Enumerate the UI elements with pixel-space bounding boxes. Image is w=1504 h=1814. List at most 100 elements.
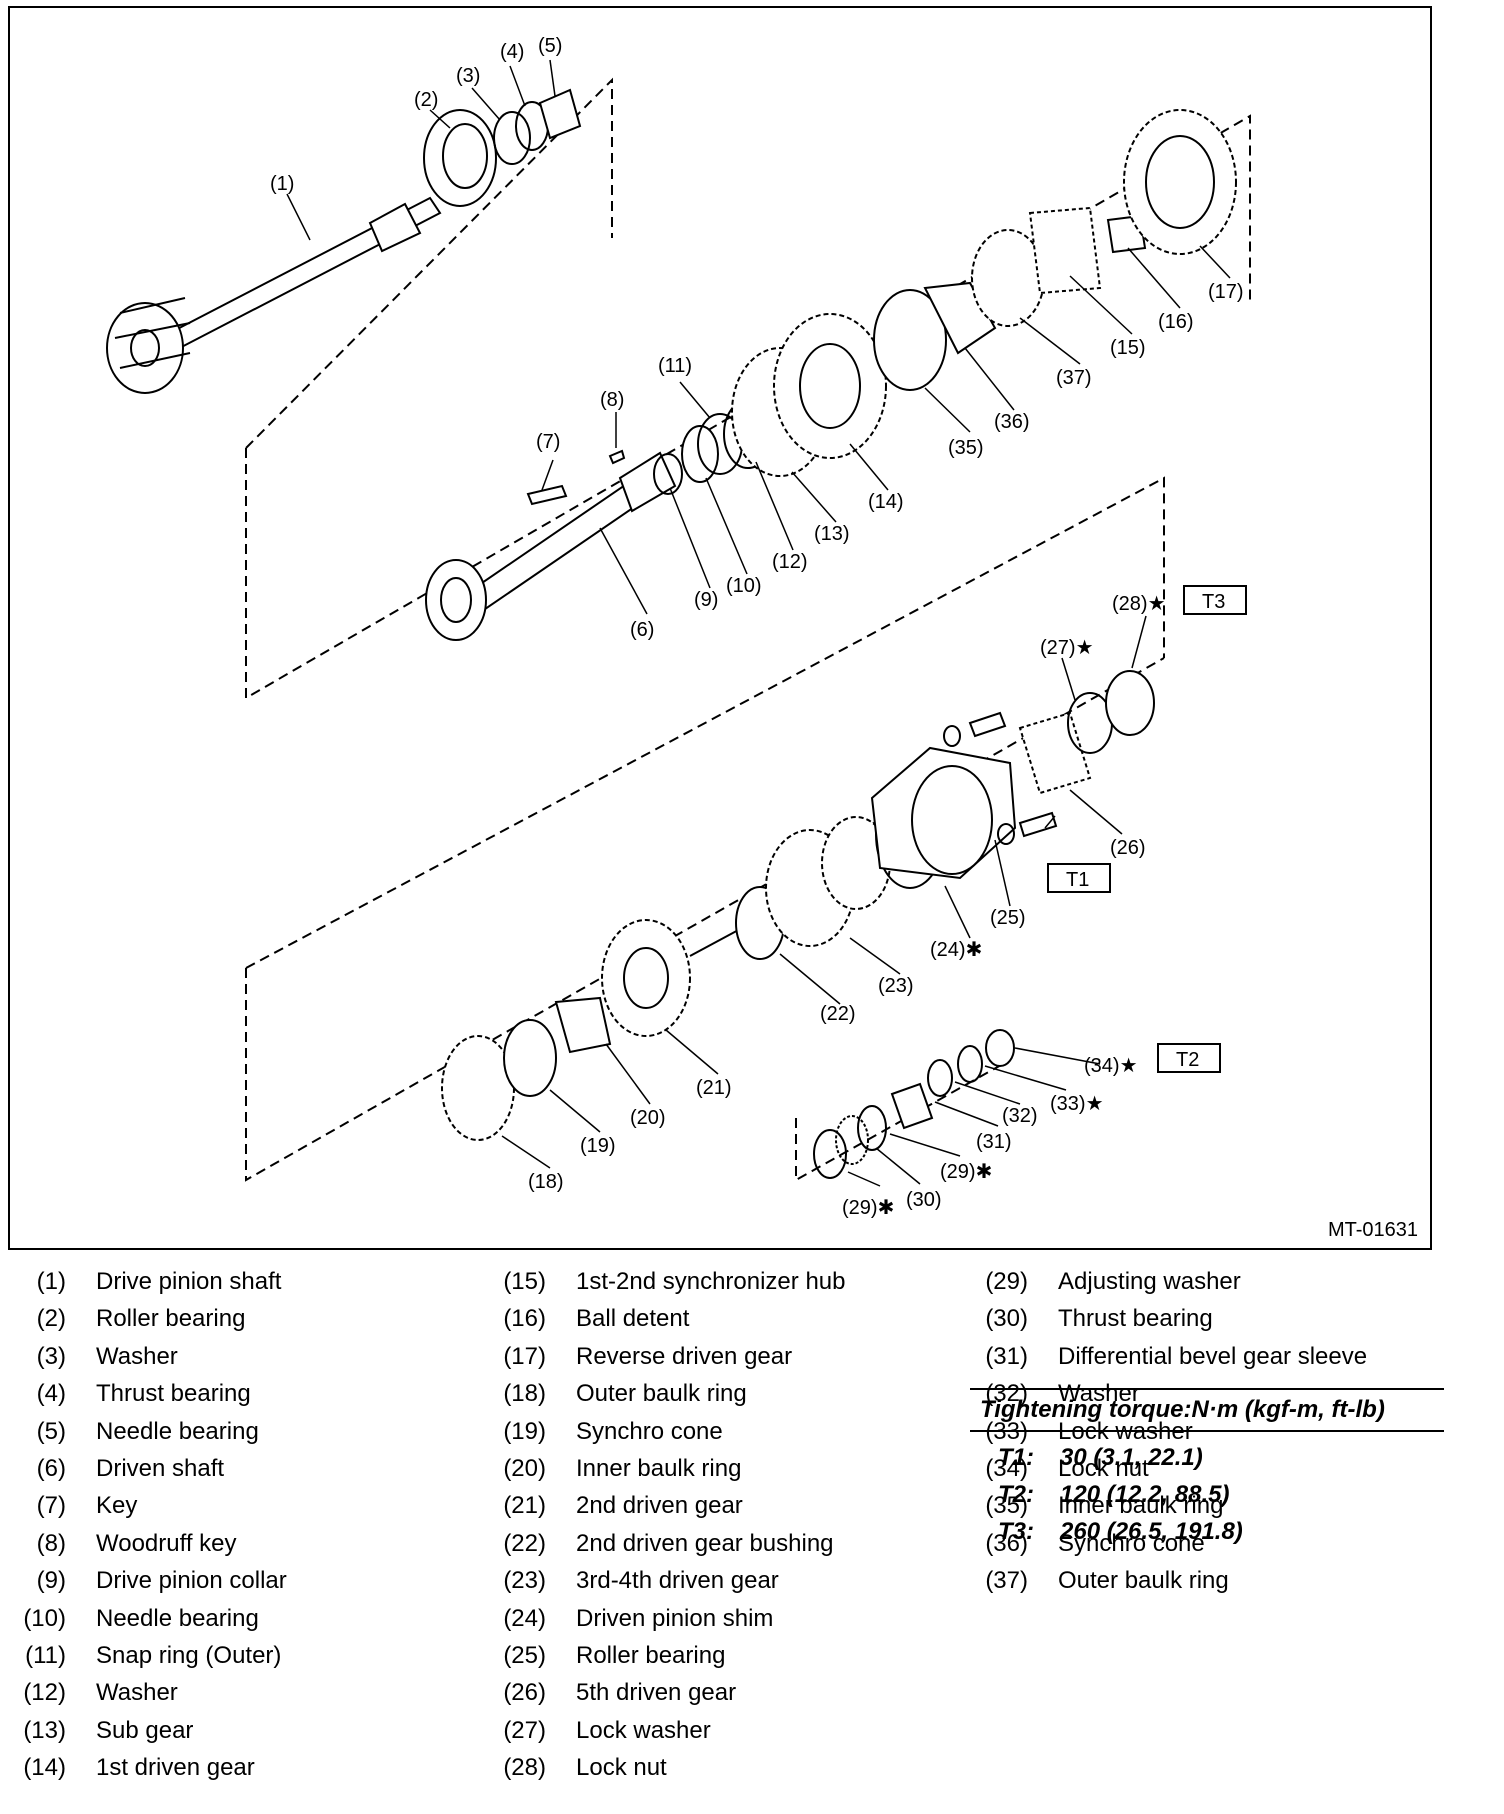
legend-item-number: (1) bbox=[36, 1268, 66, 1295]
legend-item-number: (26) bbox=[503, 1679, 546, 1707]
legend-item-name: Woodruff key bbox=[96, 1529, 237, 1557]
torque-value: 120 (12.2, 88.5) bbox=[1060, 1481, 1230, 1508]
legend-item-name: 1st-2nd synchronizer hub bbox=[576, 1268, 846, 1295]
callout-29b: (29)✱ bbox=[940, 1161, 992, 1183]
legend-item-name: Ball detent bbox=[576, 1305, 690, 1333]
legend-item-number: (14) bbox=[23, 1754, 66, 1782]
callout-4: (4) bbox=[500, 41, 524, 63]
callout-12: (12) bbox=[772, 551, 808, 573]
torque-box-label-t3: T3 bbox=[1202, 591, 1225, 613]
callout-17: (17) bbox=[1208, 281, 1244, 303]
legend-item-number: (8) bbox=[36, 1529, 66, 1557]
adjusting-washer-part-29b bbox=[857, 1105, 887, 1151]
bolt-lower bbox=[1018, 811, 1058, 838]
callout-27: (27)★ bbox=[1040, 637, 1094, 659]
bolt-upper bbox=[968, 711, 1007, 738]
callout-23: (23) bbox=[878, 975, 914, 997]
callout-16: (16) bbox=[1158, 311, 1194, 333]
legend-item-number: (27) bbox=[503, 1716, 546, 1744]
legend-item-number: (11) bbox=[25, 1642, 66, 1669]
legend-item-name: Washer bbox=[96, 1342, 178, 1370]
legend-item-number: (23) bbox=[503, 1567, 546, 1595]
legend-item-number: (22) bbox=[503, 1529, 546, 1557]
legend-item-number: (29) bbox=[985, 1268, 1028, 1295]
differential-bevel-gear-sleeve-part-31 bbox=[890, 1082, 934, 1130]
legend-item-name: Reverse driven gear bbox=[576, 1342, 793, 1370]
legend-item-name: 3rd-4th driven gear bbox=[576, 1567, 779, 1595]
first-driven-gear-part-14 bbox=[773, 313, 887, 459]
callout-26: (26) bbox=[1110, 837, 1146, 859]
callout-2: (2) bbox=[414, 89, 438, 111]
callout-7: (7) bbox=[536, 431, 560, 453]
outer-baulk-ring-part-37 bbox=[971, 229, 1045, 327]
callout-32: (32) bbox=[1002, 1105, 1038, 1127]
lock-nut-part-28 bbox=[1105, 670, 1155, 736]
key-part-7 bbox=[526, 484, 568, 506]
callout-18: (18) bbox=[528, 1171, 564, 1193]
legend-item-name: Sub gear bbox=[96, 1716, 194, 1744]
legend-item-name: Snap ring (Outer) bbox=[96, 1642, 282, 1669]
legend-item-number: (13) bbox=[23, 1716, 66, 1744]
legend-item-number: (25) bbox=[503, 1642, 546, 1669]
legend-item-name: Synchro cone bbox=[1058, 1529, 1205, 1557]
inner-baulk-ring-part-20 bbox=[554, 996, 612, 1054]
callout-20: (20) bbox=[630, 1107, 666, 1129]
callout-24: (24)✱ bbox=[930, 939, 982, 961]
callout-8: (8) bbox=[600, 389, 624, 411]
legend-item-name: Drive pinion collar bbox=[96, 1567, 287, 1595]
legend-item-number: (35) bbox=[985, 1492, 1028, 1520]
diagram-code: MT-01631 bbox=[1327, 1219, 1418, 1241]
legend-item-number: (21) bbox=[503, 1492, 546, 1520]
callout-13: (13) bbox=[814, 523, 850, 545]
callout-36: (36) bbox=[994, 411, 1030, 433]
legend-item-number: (5) bbox=[36, 1417, 66, 1445]
lock-nut-part-34 bbox=[985, 1029, 1015, 1067]
assembly-frame-lower-top bbox=[245, 476, 1165, 969]
legend-item-number: (28) bbox=[503, 1754, 546, 1782]
reverse-driven-gear-part-17 bbox=[1123, 109, 1237, 255]
legend-item-name: Drive pinion shaft bbox=[96, 1268, 282, 1295]
legend-item-number: (9) bbox=[36, 1567, 66, 1595]
callout-14: (14) bbox=[868, 491, 904, 513]
legend-item-number: (16) bbox=[503, 1305, 546, 1333]
callout-28: (28)★ bbox=[1112, 593, 1166, 615]
fifth-driven-gear-part-26 bbox=[1018, 711, 1092, 795]
legend-item-name: Needle bearing bbox=[96, 1417, 259, 1445]
callout-15: (15) bbox=[1110, 337, 1146, 359]
legend-item-name: Driven pinion shim bbox=[576, 1604, 774, 1632]
legend-item-number: (12) bbox=[23, 1679, 66, 1707]
synchronizer-hub-part-15 bbox=[1028, 206, 1102, 295]
legend-item-name: Lock nut bbox=[1058, 1455, 1149, 1482]
legend-item-name: Synchro cone bbox=[576, 1417, 723, 1445]
torque-title: Tightening torque:N·m (kgf-m, ft-lb) bbox=[970, 1388, 1444, 1432]
legend-item-name: Differential bevel gear sleeve bbox=[1058, 1342, 1368, 1370]
callout-22: (22) bbox=[820, 1003, 856, 1025]
legend-item-number: (20) bbox=[503, 1455, 546, 1482]
legend-item-number: (10) bbox=[23, 1604, 66, 1632]
legend-item-number: (17) bbox=[503, 1342, 546, 1370]
legend-item-number: (3) bbox=[36, 1342, 66, 1370]
outer-baulk-ring-part-18 bbox=[441, 1035, 515, 1141]
torque-key: T1: bbox=[998, 1444, 1034, 1471]
legend-item-name: Adjusting washer bbox=[1058, 1268, 1241, 1295]
torque-box-t2 bbox=[1157, 1043, 1221, 1073]
callout-37: (37) bbox=[1056, 367, 1092, 389]
callout-21: (21) bbox=[696, 1077, 732, 1099]
torque-box-t3 bbox=[1183, 585, 1247, 615]
callout-6: (6) bbox=[630, 619, 654, 641]
legend-item-number: (4) bbox=[36, 1380, 66, 1408]
callout-11: (11) bbox=[658, 355, 692, 377]
synchro-cone-part-19 bbox=[503, 1019, 557, 1097]
lock-washer-part-33 bbox=[957, 1045, 983, 1083]
torque-row: T1:30 (3.1, 22.1) bbox=[998, 1444, 1203, 1472]
callout-33: (33)★ bbox=[1050, 1093, 1104, 1115]
second-driven-gear-part-21 bbox=[601, 919, 691, 1037]
washer-part-32 bbox=[927, 1059, 953, 1097]
legend-item-number: (15) bbox=[503, 1268, 546, 1295]
legend-item-name: Lock washer bbox=[576, 1716, 711, 1744]
legend-item-number: (34) bbox=[985, 1455, 1028, 1482]
legend-item-name: Outer baulk ring bbox=[576, 1380, 747, 1408]
woodruff-key-part-8 bbox=[608, 449, 626, 465]
callout-10: (10) bbox=[726, 575, 762, 597]
legend-item-number: (18) bbox=[503, 1380, 546, 1408]
